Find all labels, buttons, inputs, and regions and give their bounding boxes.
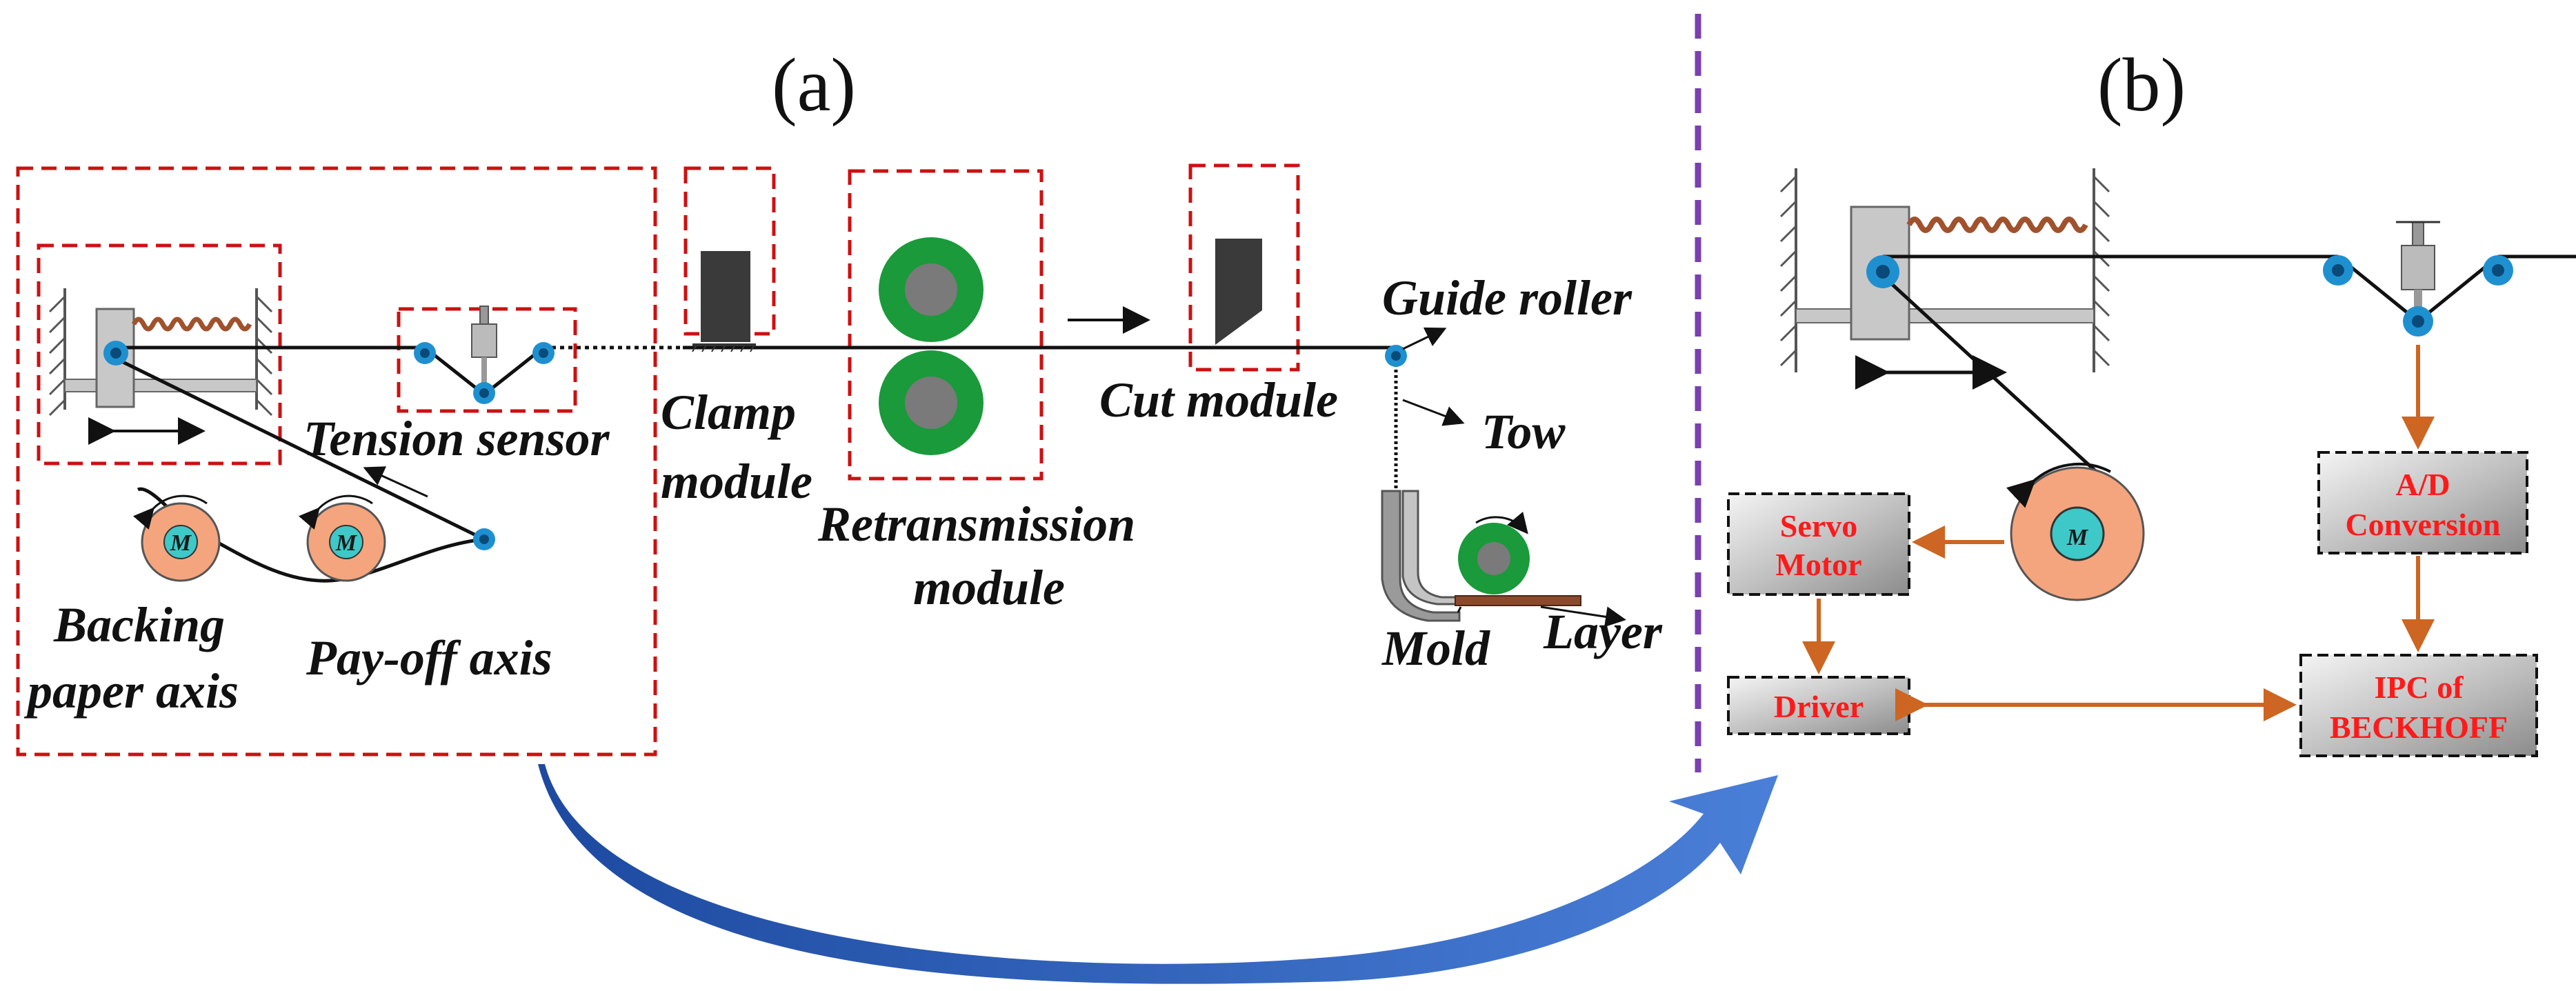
signal-arrows [1802,345,2435,721]
label-payoff: Pay-off axis [306,630,552,685]
svg-text:IPC of: IPC of [2374,670,2464,705]
label-retrans-1: Retransmission [817,497,1135,552]
panel-a-label: (a) [772,43,856,127]
tow-pointer [1402,399,1465,426]
panel-b-label: (b) [2097,43,2186,127]
payoff-system-box [16,166,657,757]
label-clamp-2: module [661,454,812,509]
tension-sensor-box [397,307,577,413]
clamp-box [683,166,776,336]
guide-rollers-a [103,341,1407,550]
svg-text:A/D: A/D [2395,467,2450,502]
svg-text:Servo: Servo [1780,508,1857,543]
svg-text:BECKHOFF: BECKHOFF [2330,710,2508,745]
control-boxes: Servo Motor Driver A/D Conversion IPC of… [1727,451,2538,757]
cut-box [1188,163,1300,372]
label-backing-1: Backing [53,597,225,652]
label-layer: Layer [1543,604,1663,659]
panel-b-tow [1881,254,2576,477]
retransmission-rollers [879,237,984,455]
panel-a-labels: Tension sensor Clamp module Retransmissi… [23,270,1663,719]
panel-b-rollers [1866,255,2513,337]
module-boxes [16,163,1300,757]
svg-text:Driver: Driver [1774,689,1864,724]
guide-roller-pointer [1402,327,1447,350]
label-retrans-2: module [913,560,1065,615]
svg-text:M: M [2066,525,2089,550]
servo-motor-box [1727,492,1910,596]
label-tow: Tow [1481,404,1566,459]
label-guide-roller: Guide roller [1382,270,1633,326]
dancer-assembly [48,288,273,445]
dancer-box [37,243,282,466]
svg-text:M: M [335,530,358,556]
svg-text:Conversion: Conversion [2346,507,2501,542]
cut-blade [1215,239,1262,345]
panel-b-mechanism [1779,168,2110,390]
label-clamp-1: Clamp [661,385,796,440]
mold-assembly [1381,490,1626,628]
payoff-motor: M [298,494,386,582]
tension-sensor-drawing [471,306,497,388]
panel-b-tension-sensor [2396,221,2440,314]
svg-text:M: M [170,530,192,556]
svg-text:Motor: Motor [1775,547,1861,582]
label-backing-2: paper axis [23,663,239,719]
tension-indicator-arrow [363,466,428,498]
label-cut-module: Cut module [1099,372,1338,428]
transition-arrow [538,764,1778,984]
ad-conversion-box [2317,451,2528,554]
clamp-drawing [692,251,756,352]
backing-paper-motor: M [132,494,221,582]
ipc-beckhoff-box [2299,654,2538,757]
retrans-box [848,169,1044,481]
label-mold: Mold [1381,621,1490,676]
label-tension-sensor: Tension sensor [303,411,610,466]
panel-b-motor: M [2006,462,2145,601]
